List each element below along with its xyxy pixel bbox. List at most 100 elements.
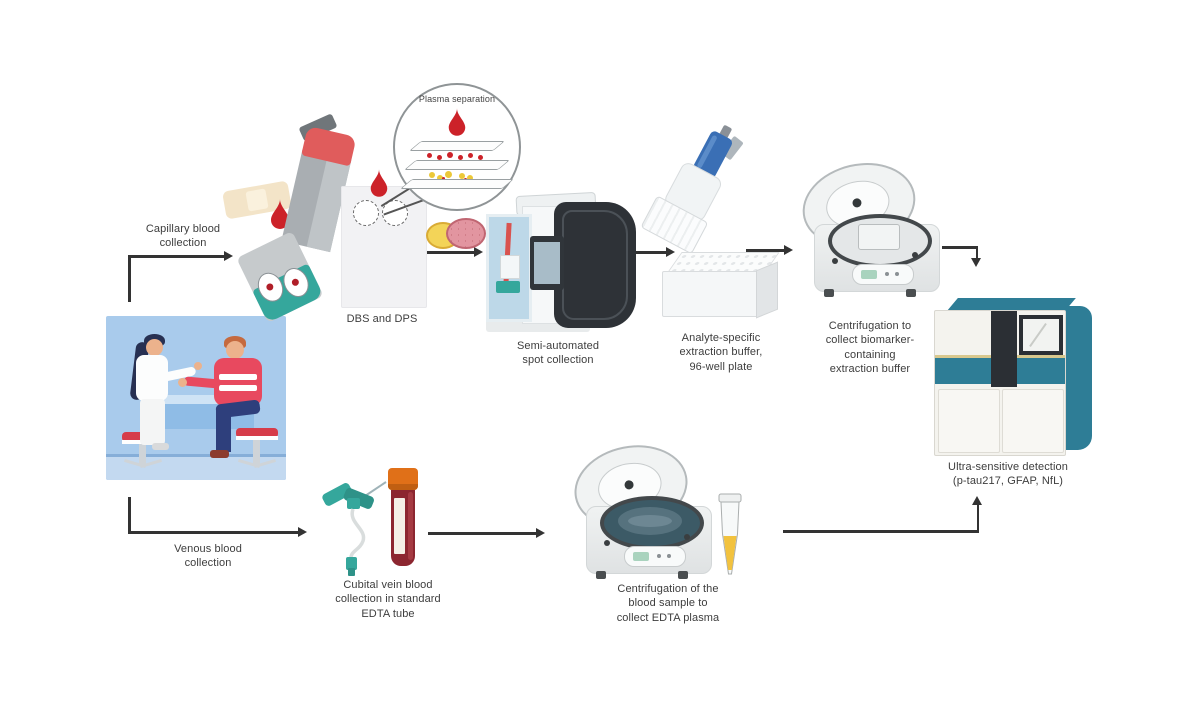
- blood-cell-dot: [458, 155, 463, 160]
- nurse-shoe: [152, 443, 169, 450]
- centrifuge-chamber: [828, 214, 932, 268]
- plasma-dot: [467, 175, 473, 181]
- separation-membrane: [400, 179, 514, 189]
- centrifuge-latch: [832, 258, 838, 264]
- spot-collection-label: Semi-automated spot collection: [516, 340, 600, 367]
- separation-membrane: [409, 141, 505, 151]
- blood-cell-dot: [437, 155, 442, 160]
- dps-card: [341, 186, 427, 308]
- patient-hand: [178, 378, 187, 387]
- plasma-dot: [445, 171, 452, 178]
- table-top: [146, 395, 258, 404]
- blood-drop-icon: [370, 169, 388, 197]
- detection-analyzer: [928, 298, 1094, 458]
- capillary-route-label: Capillary blood collection: [145, 223, 221, 250]
- pipette-handle-highlight: [696, 134, 718, 169]
- centrifuge-knob: [885, 272, 889, 276]
- centrifuge-latch: [604, 540, 610, 546]
- centrifuge-latch: [684, 534, 690, 540]
- centrifuge-knob: [895, 272, 899, 276]
- edta-tube-label: [394, 498, 405, 554]
- ultra-sensitive-detection-label: Ultra-sensitive detection (p-tau217, GFA…: [948, 461, 1068, 488]
- blood-spot-dot: [290, 277, 301, 287]
- dbs-dps-label: DBS and DPS: [346, 313, 418, 325]
- cubital-vein-label: Cubital vein blood collection in standar…: [335, 579, 441, 620]
- centrifuge-foot: [906, 289, 916, 297]
- centrifugation-top-label: Centrifugation to collect biomarker- con…: [825, 320, 915, 375]
- patient-stool-band: [236, 436, 278, 440]
- plasma-separation-label: Plasma separation: [418, 94, 496, 104]
- nurse-stool-post: [139, 444, 146, 464]
- plasma-dot: [437, 175, 443, 181]
- patient-head: [226, 341, 244, 359]
- centrifuge-bottom: [566, 435, 718, 586]
- centrifuge-foot: [596, 571, 606, 579]
- centrifuge-knob: [657, 554, 661, 558]
- well-plate-side: [756, 261, 778, 319]
- bandage-pad: [245, 188, 269, 212]
- analyzer-door: [1002, 389, 1064, 453]
- machine-dark-bezel: [562, 210, 628, 320]
- edta-tube: [384, 468, 422, 568]
- edta-tube-cap-band: [388, 484, 418, 490]
- machine-screen-display: [534, 242, 560, 284]
- patient-shirt-stripe: [219, 374, 257, 380]
- pink-pad: [446, 218, 486, 249]
- blood-drop-icon: [271, 199, 289, 229]
- edta-tube-highlight: [408, 492, 413, 560]
- blood-cell-dot: [442, 177, 445, 180]
- butterfly-needle: [322, 481, 387, 576]
- centrifuge-display: [861, 270, 877, 279]
- blood-cell-dot: [447, 152, 453, 158]
- patient-torso: [214, 358, 262, 406]
- edta-tube-cap: [388, 468, 418, 490]
- plasma-dot: [429, 172, 435, 178]
- blood-drop-icon: [448, 108, 466, 136]
- machine-cartridge: [500, 255, 520, 279]
- centrifuge-rotor: [618, 507, 682, 535]
- analyzer-front-face: [934, 310, 1066, 456]
- blood-draw-scene: [106, 316, 286, 480]
- analyzer-side-face: [1062, 306, 1092, 450]
- patient-stool-seat: [236, 428, 278, 438]
- blood-cell-dot: [427, 153, 432, 158]
- machine-window: [486, 214, 532, 322]
- blood-cell-dot: [468, 153, 473, 158]
- centrifuge-chamber: [600, 496, 704, 550]
- extraction-buffer-label: Analyte-specific extraction buffer, 96-w…: [679, 332, 763, 373]
- blood-cell-dot: [478, 155, 483, 160]
- plasma-microtube: [718, 493, 742, 575]
- analyzer-door: [938, 389, 1000, 453]
- well-plate: [662, 250, 780, 320]
- machine-teal-tray: [496, 281, 520, 293]
- patient-stool-post: [253, 440, 260, 464]
- analyzer-dark-strip: [991, 311, 1017, 387]
- scene-baseboard: [106, 454, 286, 457]
- plasma-separation-callout: Plasma separation: [393, 83, 521, 211]
- multichannel-pipette: [640, 124, 764, 256]
- patient-arm: [183, 376, 221, 389]
- plasma-dot: [459, 173, 465, 179]
- centrifuge-knob: [667, 554, 671, 558]
- nurse-legs: [140, 399, 165, 445]
- centrifuge-control-panel: [852, 264, 914, 285]
- nurse-hand: [194, 362, 202, 370]
- analyzer-window: [1019, 315, 1063, 355]
- machine-dark-panel: [554, 202, 636, 328]
- centrifuge-rotor-shine: [628, 515, 672, 527]
- analyzer-window-glare: [1029, 322, 1047, 348]
- venous-route-label: Venous blood collection: [174, 543, 242, 570]
- centrifuge-bucket: [858, 224, 900, 250]
- centrifuge-control-panel: [624, 546, 686, 567]
- patient-shin: [216, 410, 231, 452]
- patient-shirt-stripe: [219, 385, 257, 391]
- edta-tube-body: [391, 490, 415, 566]
- nurse-head: [146, 339, 163, 356]
- dps-spot-outline: [353, 200, 379, 226]
- patient-shoe: [210, 450, 229, 458]
- centrifuge-top: [794, 152, 946, 304]
- centrifuge-foot: [678, 571, 688, 579]
- separation-membrane: [404, 160, 510, 170]
- centrifugation-bottom-label: Centrifugation of the blood sample to co…: [616, 583, 720, 624]
